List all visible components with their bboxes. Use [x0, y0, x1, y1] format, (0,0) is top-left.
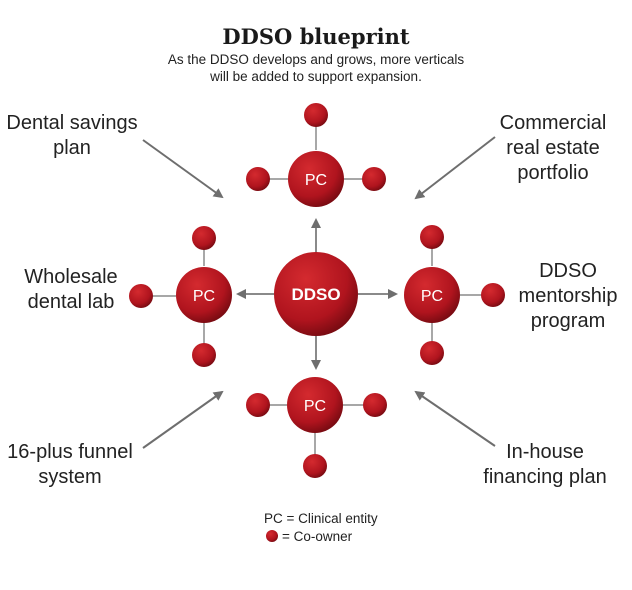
diagram-subtitle-line-1: As the DDSO develops and grows, more ver…	[168, 52, 465, 67]
vertical-funnel: 16-plus funnel system	[7, 441, 133, 488]
co-owner-dot	[246, 393, 270, 417]
vertical-label-line: program	[531, 310, 605, 332]
co-owner-dot	[303, 454, 327, 478]
arrow-financing-plan	[414, 390, 496, 447]
arrow-dental-savings	[142, 139, 224, 199]
arrow-funnel-system	[142, 390, 224, 449]
practice-label: PC	[305, 172, 327, 189]
core-connectors	[236, 218, 398, 370]
core-node: DDSO	[274, 252, 358, 336]
co-owner-dot	[481, 283, 505, 307]
practice-label: PC	[421, 288, 443, 305]
vertical-label-line: portfolio	[517, 162, 588, 184]
vertical-arrows	[142, 136, 496, 449]
co-owner-dot	[246, 167, 270, 191]
vertical-mentorship: DDSO mentorship program	[519, 260, 618, 332]
practice-node	[176, 267, 232, 323]
vertical-label-line: mentorship	[519, 285, 618, 307]
co-owner-dot	[192, 226, 216, 250]
co-owner-dot	[192, 343, 216, 367]
vertical-commercial-real-estate: Commercial real estate portfolio	[500, 112, 607, 184]
vertical-label-line: Wholesale	[24, 266, 117, 288]
diagram-subtitle-line-2: will be added to support expansion.	[209, 69, 422, 84]
vertical-label-line: Dental savings	[6, 112, 137, 134]
vertical-label-line: Commercial	[500, 112, 607, 134]
ddso-core-circle	[274, 252, 358, 336]
vertical-label-line: In-house	[506, 441, 584, 463]
vertical-label-line: financing plan	[483, 466, 606, 488]
co-owner-dot	[362, 167, 386, 191]
diagram-title: DDSO blueprint	[222, 24, 409, 49]
core-label: DDSO	[291, 285, 340, 304]
practice-cluster-top: PC	[246, 103, 386, 207]
vertical-label-line: real estate	[506, 137, 599, 159]
legend: PC = Clinical entity = Co-owner	[264, 511, 378, 544]
vertical-label-line: dental lab	[28, 291, 115, 313]
practice-label: PC	[304, 398, 326, 415]
co-owner-dot	[363, 393, 387, 417]
legend-pc-text: PC = Clinical entity	[264, 511, 378, 526]
vertical-label-line: system	[38, 466, 101, 488]
practice-node	[287, 377, 343, 433]
co-owner-dot	[420, 341, 444, 365]
vertical-label-line: DDSO	[539, 260, 597, 282]
vertical-label-line: plan	[53, 137, 91, 159]
practice-cluster-left: PC	[129, 226, 232, 367]
co-owner-dot	[129, 284, 153, 308]
vertical-financing: In-house financing plan	[483, 441, 606, 488]
practice-node	[404, 267, 460, 323]
vertical-wholesale-lab: Wholesale dental lab	[24, 266, 117, 313]
arrow-commercial-real-estate	[414, 136, 496, 200]
vertical-label-line: 16-plus funnel	[7, 441, 133, 463]
practice-cluster-right: PC	[404, 225, 505, 365]
vertical-dental-savings: Dental savings plan	[6, 112, 137, 159]
co-owner-dot	[420, 225, 444, 249]
legend-co-owner-text: = Co-owner	[282, 529, 353, 544]
co-owner-dot	[304, 103, 328, 127]
practice-node	[288, 151, 344, 207]
practice-label: PC	[193, 288, 215, 305]
legend-co-owner-dot	[266, 530, 278, 542]
practice-cluster-bottom: PC	[246, 377, 387, 478]
